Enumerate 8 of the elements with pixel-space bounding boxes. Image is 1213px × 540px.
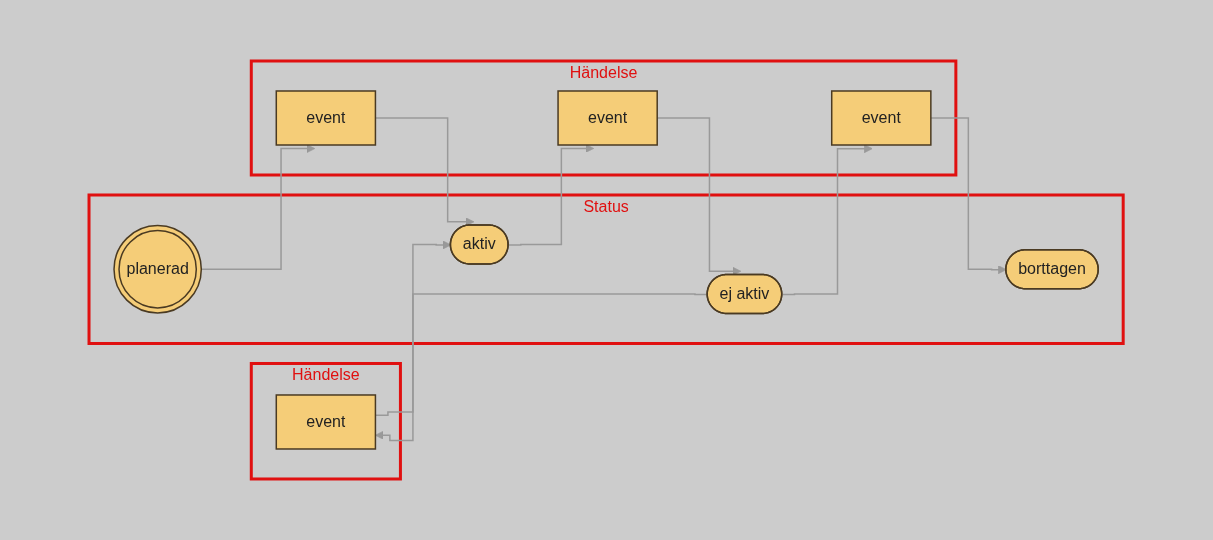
- node-box: event: [557, 90, 659, 146]
- arrow: [508, 144, 595, 246]
- node-box: event: [275, 90, 377, 146]
- node-box: event: [831, 90, 932, 146]
- arrow: [781, 144, 874, 296]
- arrow: [375, 117, 475, 227]
- node-box: event: [275, 394, 377, 450]
- node-circle: planerad: [113, 224, 203, 314]
